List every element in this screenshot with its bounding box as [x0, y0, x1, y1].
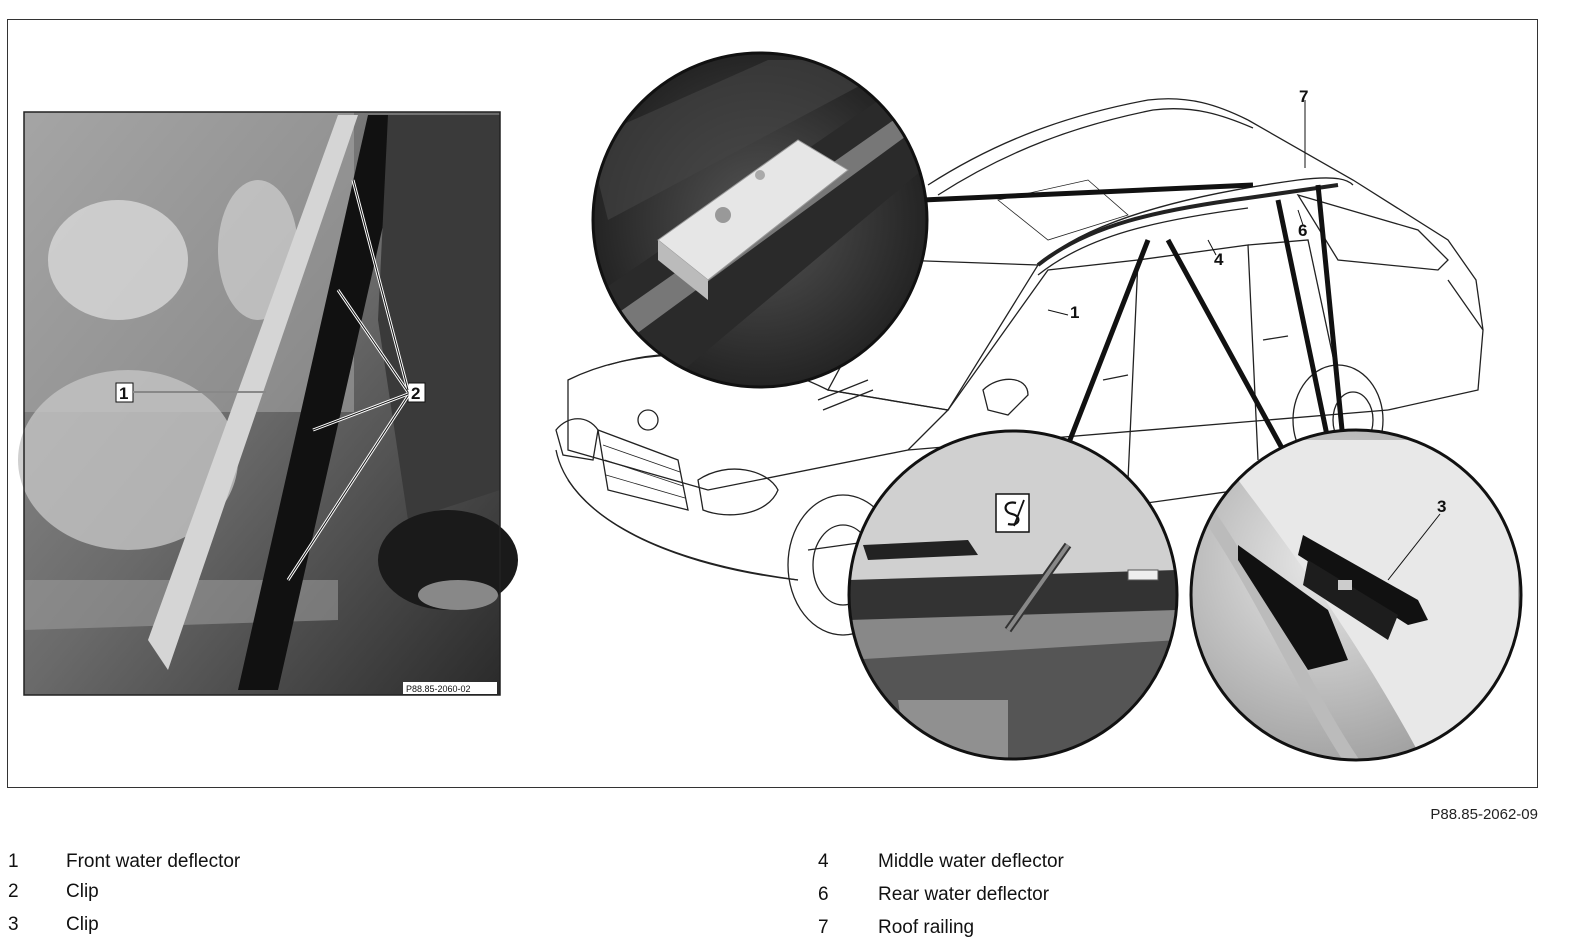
legend-text: Rear water deflector: [878, 884, 1050, 905]
leader-lines: [922, 182, 1346, 452]
legend-text: Front water deflector: [66, 851, 241, 872]
detail-circle-bottom-left: [847, 429, 1179, 761]
legend-num: 3: [8, 914, 19, 935]
interior-photo: 1 2 P88.85-2060-02: [18, 111, 518, 696]
legend-num: 1: [8, 851, 19, 872]
special-tool-icon: [995, 493, 1030, 533]
callout-7: 7: [1299, 87, 1308, 106]
legend-text: Middle water deflector: [878, 851, 1064, 872]
detail-circle-top: [591, 51, 929, 389]
legend-text: Clip: [66, 914, 99, 935]
photo-code: P88.85-2060-02: [406, 684, 471, 694]
callout-2: 2: [411, 384, 420, 403]
legend-num: 6: [818, 884, 829, 905]
detail-circle-bottom-right: 3: [1189, 428, 1523, 762]
callout-1-car: 1: [1070, 303, 1079, 322]
callout-4: 4: [1214, 250, 1224, 269]
legend-num: 2: [8, 881, 19, 902]
callout-1: 1: [119, 384, 128, 403]
legend-text: Clip: [66, 881, 99, 902]
legend-text: Roof railing: [878, 917, 975, 938]
legend-num: 4: [818, 851, 829, 872]
figure-frame: 1 2 P88.85-2060-02: [7, 19, 1538, 788]
legend-num: 7: [818, 917, 829, 938]
figure-code: P88.85-2062-09: [1430, 806, 1538, 823]
illustration: 1 2 P88.85-2060-02: [18, 51, 1523, 762]
callout-6: 6: [1298, 221, 1307, 240]
callout-3: 3: [1437, 497, 1446, 516]
